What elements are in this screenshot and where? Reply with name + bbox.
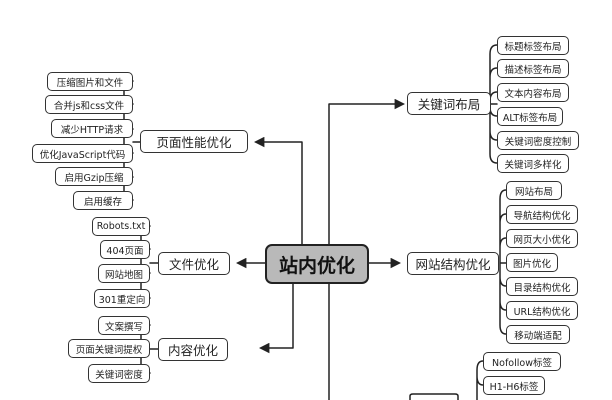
- leaf-content-opt[interactable]: 关键词密度: [88, 364, 150, 383]
- bracket-tag-opt: [476, 360, 484, 400]
- link-center-to-content-opt: [258, 283, 294, 354]
- bracket-keyword-layout: [489, 44, 498, 164]
- leaf-page-perf[interactable]: 优化JavaScript代码: [32, 144, 133, 163]
- leaf-file-opt[interactable]: 404页面: [100, 240, 150, 259]
- leaf-site-structure[interactable]: URL结构优化: [506, 301, 578, 320]
- central-topic[interactable]: 站内优化: [265, 244, 369, 284]
- leaf-content-opt[interactable]: 页面关键词提权: [68, 339, 150, 358]
- leaf-page-perf[interactable]: 启用缓存: [73, 191, 133, 210]
- leaf-keyword-layout[interactable]: 描述标签布局: [497, 59, 569, 78]
- leaf-keyword-layout[interactable]: 关键词密度控制: [497, 131, 579, 150]
- leaf-tag-opt[interactable]: H1-H6标签: [483, 376, 545, 395]
- leaf-site-structure[interactable]: 导航结构优化: [506, 205, 578, 224]
- leaf-keyword-layout[interactable]: 文本内容布局: [497, 83, 569, 102]
- branch-page-perf[interactable]: 页面性能优化: [140, 130, 248, 153]
- leaf-keyword-layout[interactable]: 标题标签布局: [497, 36, 569, 55]
- leaf-keyword-layout[interactable]: ALT标签布局: [497, 107, 563, 126]
- leaf-file-opt[interactable]: Robots.txt: [92, 217, 150, 236]
- leaf-page-perf[interactable]: 合并js和css文件: [45, 95, 133, 114]
- leaf-site-structure[interactable]: 网页大小优化: [506, 229, 578, 248]
- leaf-site-structure[interactable]: 移动端适配: [506, 325, 570, 344]
- leaf-keyword-layout[interactable]: 关键词多样化: [497, 154, 569, 173]
- leaf-tag-opt[interactable]: Nofollow标签: [483, 352, 561, 371]
- leaf-site-structure[interactable]: 目录结构优化: [506, 277, 578, 296]
- link-center-to-page-perf: [253, 136, 303, 245]
- leaf-page-perf[interactable]: 减少HTTP请求: [51, 119, 133, 138]
- leaf-page-perf[interactable]: 启用Gzip压缩: [55, 167, 133, 186]
- bracket-site-structure: [499, 189, 507, 335]
- leaf-file-opt[interactable]: 301重定向: [94, 289, 150, 308]
- bracket-file-opt: [140, 225, 159, 299]
- link-center-to-keyword-layout: [328, 98, 406, 245]
- branch-content-opt[interactable]: 内容优化: [158, 338, 228, 361]
- branch-site-structure[interactable]: 网站结构优化: [407, 252, 499, 275]
- link-tag-opt-box: [409, 393, 459, 400]
- leaf-file-opt[interactable]: 网站地图: [98, 264, 150, 283]
- branch-file-opt[interactable]: 文件优化: [158, 252, 230, 275]
- leaf-site-structure[interactable]: 网站布局: [506, 181, 562, 200]
- branch-keyword-layout[interactable]: 关键词布局: [407, 92, 491, 115]
- leaf-page-perf[interactable]: 压缩图片和文件: [47, 72, 133, 91]
- leaf-site-structure[interactable]: 图片优化: [506, 253, 558, 272]
- leaf-content-opt[interactable]: 文案撰写: [98, 316, 150, 335]
